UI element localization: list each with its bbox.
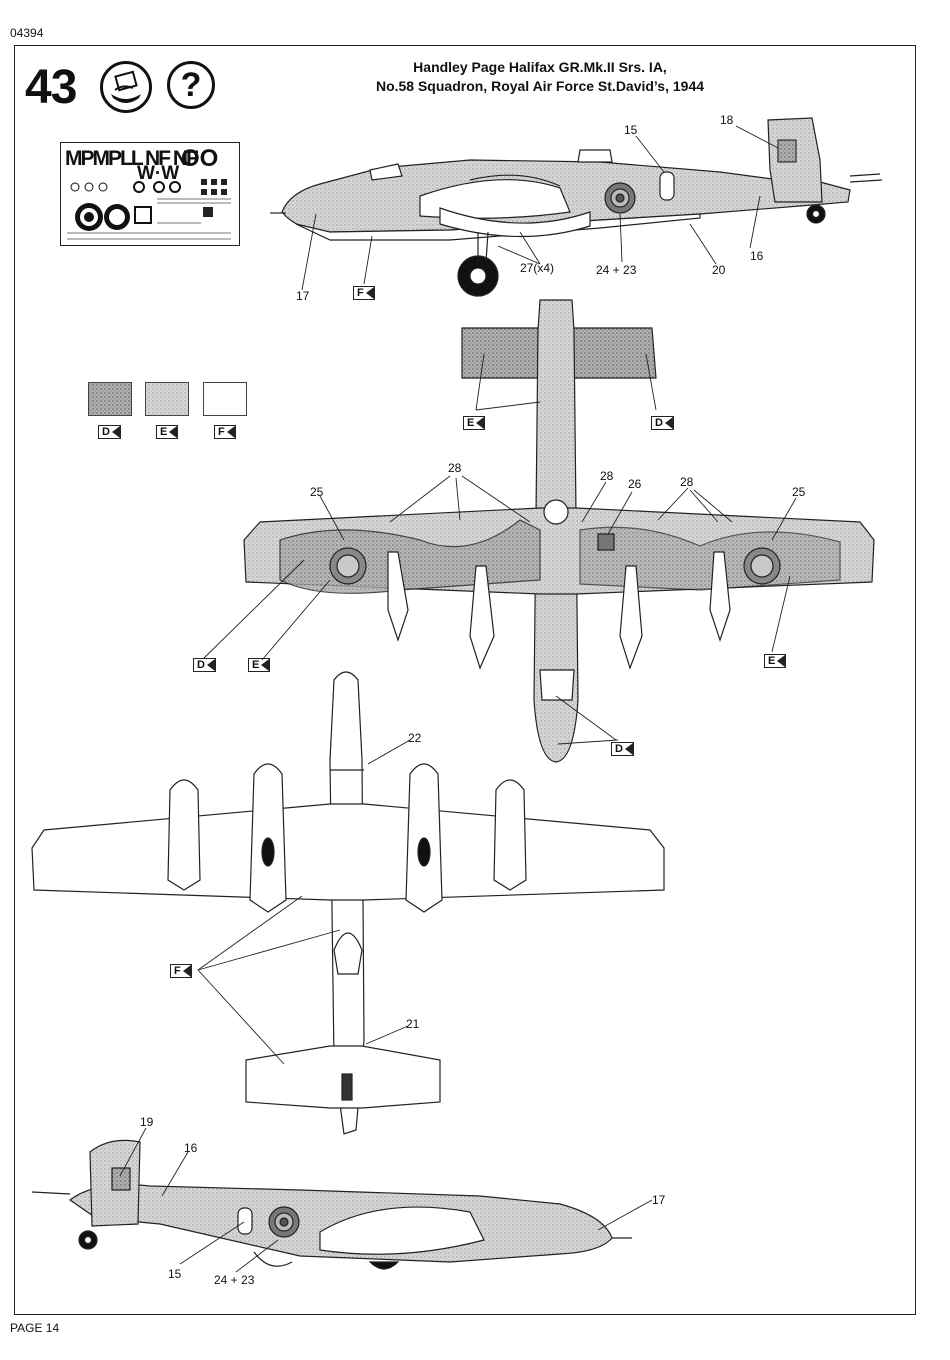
swatch-e-fill [146, 383, 188, 415]
callout-25-left: 25 [310, 485, 324, 499]
swatch-d-fill [89, 383, 131, 415]
side-view-bottom [32, 1140, 632, 1269]
callout-16: 16 [750, 249, 764, 263]
callout-26: 26 [628, 477, 642, 491]
callout-15-bottom: 15 [168, 1267, 182, 1281]
callout-25-right: 25 [792, 485, 806, 499]
callout-27x4: 27(x4) [520, 261, 554, 275]
callout-21: 21 [406, 1017, 420, 1031]
callout-20: 20 [712, 263, 726, 277]
callout-28-center: 28 [600, 469, 614, 483]
callout-15: 15 [624, 123, 638, 137]
callout-24-23-bottom: 24 + 23 [214, 1273, 255, 1287]
callout-28-left: 28 [448, 461, 462, 475]
callout-17-bottom: 17 [652, 1193, 666, 1207]
callout-16-bottom: 16 [184, 1141, 198, 1155]
side-view-top [270, 118, 882, 296]
callout-22: 22 [408, 731, 422, 745]
callout-24-23: 24 + 23 [596, 263, 637, 277]
callout-17: 17 [296, 289, 310, 303]
callout-18: 18 [720, 113, 734, 127]
callout-19: 19 [140, 1115, 154, 1129]
callout-28-right: 28 [680, 475, 694, 489]
